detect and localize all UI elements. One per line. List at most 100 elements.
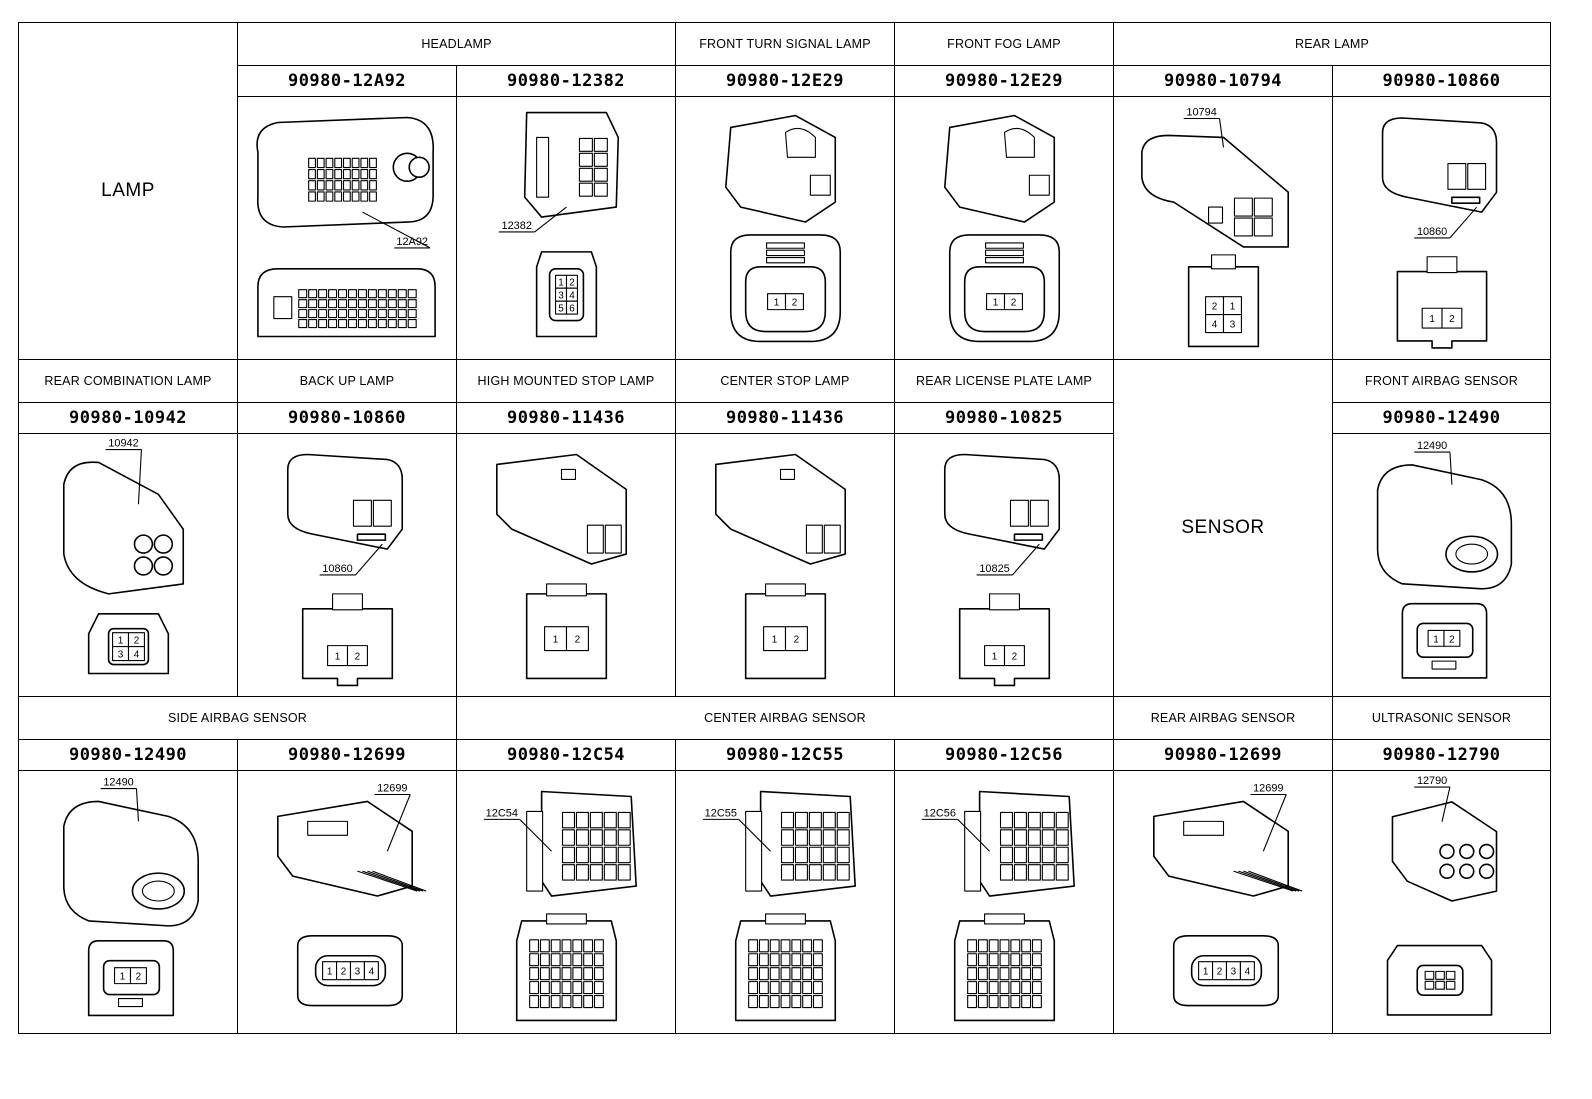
connector-housing-drawing: 12C56	[921, 790, 1075, 897]
pin-number: 1	[335, 652, 341, 663]
connector-face-drawing	[1386, 944, 1493, 1016]
pin-number: 2	[1011, 298, 1017, 309]
group-front-fog-lamp: FRONT FOG LAMP	[894, 22, 1114, 66]
connector-code-label: 12490	[1417, 440, 1447, 452]
pin-number: 4	[369, 967, 375, 978]
part-number: 90980-10825	[894, 402, 1114, 434]
category-lamp: LAMP	[18, 22, 238, 360]
connector-code-label: 10825	[979, 563, 1009, 575]
connector-housing-drawing: 12699	[277, 783, 427, 897]
pin-number: 2	[1012, 652, 1018, 663]
pin-number: 1	[118, 636, 124, 647]
connector-code-label: 10794	[1186, 107, 1216, 119]
connector-image-cell: 12C54	[456, 770, 676, 1034]
connector-drawing: 12C55	[702, 790, 856, 1022]
pin-number: 4	[1245, 967, 1251, 978]
connector-code-label: 12790	[1417, 775, 1447, 787]
pin-number: 1	[327, 967, 333, 978]
pin-number: 2	[1217, 967, 1223, 978]
connector-code-label: 12382	[502, 220, 532, 232]
connector-drawing: 12C56	[921, 790, 1075, 1022]
connector-face-drawing	[953, 913, 1056, 1022]
connector-image-cell: 12790	[1331, 770, 1552, 1034]
connector-table: LAMP HEADLAMP FRONT TURN SIGNAL LAMP FRO…	[18, 22, 1552, 1034]
part-number: 90980-10860	[237, 402, 457, 434]
connector-code-label: 10860	[322, 563, 352, 575]
pin-number: 1	[993, 298, 999, 309]
connector-housing-drawing: 10825	[943, 453, 1061, 576]
pin-number: 3	[1230, 320, 1236, 331]
group-rear-combination-lamp: REAR COMBINATION LAMP	[18, 359, 238, 403]
pin-number: 1	[774, 298, 780, 309]
group-headlamp: HEADLAMP	[237, 22, 676, 66]
pin-number: 2	[341, 967, 347, 978]
pin-number: 2	[134, 636, 140, 647]
group-rear-airbag-sensor: REAR AIRBAG SENSOR	[1113, 696, 1333, 740]
pin-number: 4	[1212, 320, 1218, 331]
part-number: 90980-12C54	[456, 739, 676, 771]
connector-image-cell: 12A92	[237, 96, 457, 360]
part-number: 90980-11436	[675, 402, 895, 434]
group-front-turn-signal-lamp: FRONT TURN SIGNAL LAMP	[675, 22, 895, 66]
pin-number: 1	[992, 652, 998, 663]
pin-number: 1	[1429, 314, 1435, 325]
connector-code-label: 12C54	[486, 807, 518, 819]
pin-number: 1	[553, 635, 559, 646]
pin-number: 4	[569, 291, 575, 302]
group-back-up-lamp: BACK UP LAMP	[237, 359, 457, 403]
pin-number: 3	[1231, 967, 1237, 978]
category-sensor: SENSOR	[1113, 359, 1333, 697]
connector-housing-drawing: 12790	[1391, 775, 1498, 902]
group-center-stop-lamp: CENTER STOP LAMP	[675, 359, 895, 403]
part-number: 90980-10860	[1331, 65, 1552, 97]
group-center-airbag-sensor: CENTER AIRBAG SENSOR	[456, 696, 1114, 740]
group-ultrasonic-sensor: ULTRASONIC SENSOR	[1331, 696, 1552, 740]
connector-image-cell: 12C55	[675, 770, 895, 1034]
connector-housing-drawing: 10794	[1141, 107, 1289, 248]
connector-housing-drawing: 12490	[62, 777, 199, 927]
connector-housing-drawing	[715, 453, 847, 565]
pin-number: 1	[120, 972, 126, 983]
part-number: 90980-12E29	[894, 65, 1114, 97]
group-rear-lamp: REAR LAMP	[1112, 22, 1552, 66]
connector-drawing: 12790	[1386, 775, 1498, 1016]
part-number: 90980-12490	[1331, 402, 1552, 434]
pin-number: 1	[558, 278, 564, 289]
connector-housing-drawing: 12C55	[702, 790, 856, 897]
part-number: 90980-10942	[18, 402, 238, 434]
connector-housing-drawing	[496, 453, 628, 565]
pin-number: 4	[134, 650, 140, 661]
connector-code-label: 10942	[108, 438, 138, 450]
pin-number: 1	[1203, 967, 1209, 978]
connector-housing-drawing: 12A92	[256, 116, 434, 249]
part-number: 90980-12382	[456, 65, 676, 97]
pin-number: 3	[118, 650, 124, 661]
part-number: 90980-12790	[1331, 739, 1552, 771]
pin-number: 2	[355, 652, 361, 663]
part-number: 90980-12E29	[675, 65, 895, 97]
connector-code-label: 12C55	[705, 807, 737, 819]
